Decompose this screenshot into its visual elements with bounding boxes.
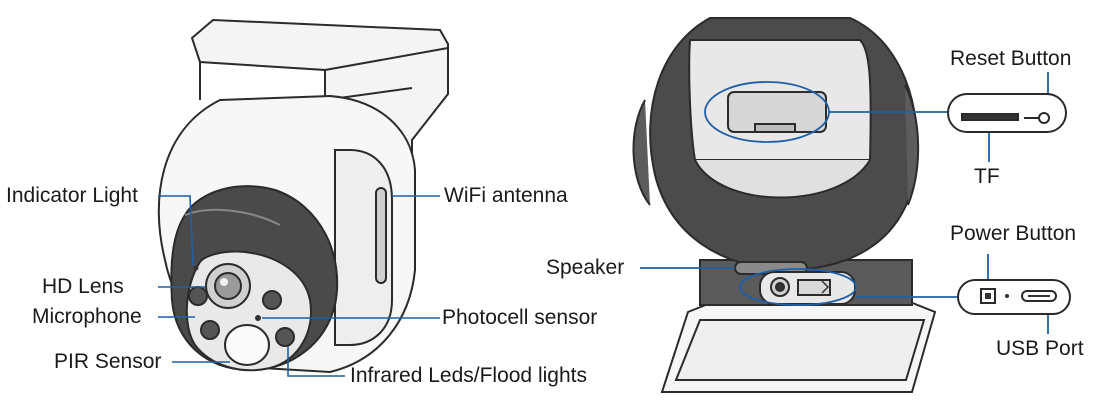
label-pir-sensor: PIR Sensor [54, 350, 162, 373]
ir-led-2 [262, 290, 282, 310]
label-power-button: Power Button [950, 222, 1077, 245]
label-infrared-leds: Infrared Leds/Flood lights [350, 364, 587, 387]
ir-led-1 [188, 286, 208, 306]
label-tf: TF [974, 165, 1000, 188]
ir-led-4 [275, 327, 295, 347]
inset-power-usb [957, 279, 1071, 315]
label-usb-port: USB Port [996, 337, 1084, 360]
label-photocell-sensor: Photocell sensor [442, 306, 598, 329]
ir-led-3 [200, 320, 220, 340]
left-camera-front-view [157, 18, 449, 374]
antenna-slot [375, 187, 387, 284]
tf-slot [961, 113, 1019, 121]
pir-sensor [224, 324, 270, 366]
label-reset-button: Reset Button [950, 47, 1072, 70]
right-callout-lines [640, 72, 1049, 334]
hd-lens-inner [214, 272, 242, 300]
label-speaker: Speaker [546, 256, 625, 279]
right-camera-back-view [632, 17, 937, 393]
label-indicator-light: Indicator Light [6, 184, 138, 207]
label-microphone: Microphone [32, 305, 142, 328]
highlight-ports [739, 268, 857, 306]
inset-reset-tf [947, 93, 1067, 133]
label-hd-lens: HD Lens [42, 275, 124, 298]
label-wifi-antenna: WiFi antenna [444, 184, 568, 207]
left-callout-lines [158, 195, 440, 377]
reset-button-hole [1038, 112, 1050, 124]
